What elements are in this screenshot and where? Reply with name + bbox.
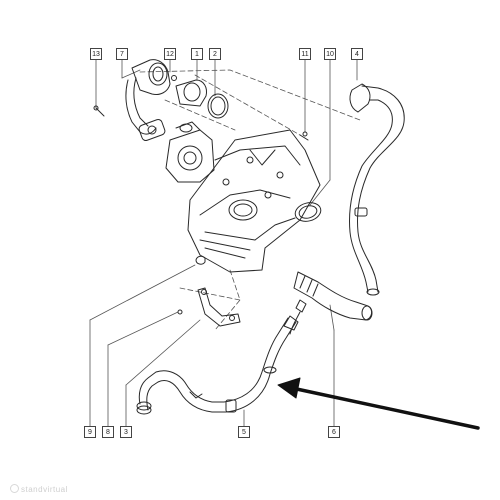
- callout-6: 6: [328, 426, 340, 438]
- callout-11: 11: [299, 48, 311, 60]
- watermark: standvirtual: [10, 484, 68, 494]
- callout-10: 10: [324, 48, 336, 60]
- callout-12: 12: [164, 48, 176, 60]
- lower-breather-hose: [136, 315, 299, 415]
- callout-2: 2: [209, 48, 221, 60]
- callout-9: 9: [84, 426, 96, 438]
- pointer-arrow: [277, 377, 480, 430]
- callout-3: 3: [120, 426, 132, 438]
- watermark-text: standvirtual: [21, 485, 68, 494]
- callout-1: 1: [191, 48, 203, 60]
- callout-8: 8: [102, 426, 114, 438]
- assembly-dashes: [139, 69, 361, 331]
- watermark-logo-icon: [10, 484, 19, 493]
- engine-block: [187, 129, 321, 273]
- sensor-and-seal: [171, 75, 229, 119]
- upper-breather-hose: [349, 83, 405, 296]
- throttle-body: [165, 121, 215, 183]
- leader-lines: [89, 59, 358, 427]
- connector-hose: [289, 271, 373, 335]
- callout-7: 7: [116, 48, 128, 60]
- egr-tube-assembly: [93, 59, 171, 141]
- callout-5: 5: [238, 426, 250, 438]
- callout-13: 13: [90, 48, 102, 60]
- callout-4: 4: [351, 48, 363, 60]
- hose-bracket: [177, 255, 241, 327]
- seal-ring: [294, 202, 322, 222]
